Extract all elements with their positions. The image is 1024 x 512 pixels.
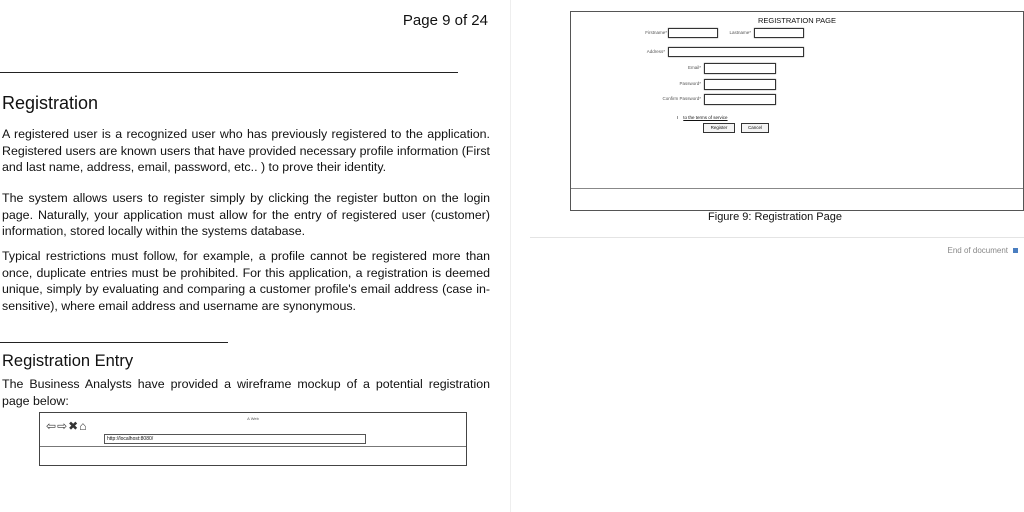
- label: Lastname*: [729, 30, 751, 35]
- password-field: [704, 79, 776, 90]
- terms-text: I to the terms of service: [677, 115, 728, 120]
- terms-link: to the terms of service: [683, 115, 728, 120]
- confirm-password-field: [704, 94, 776, 105]
- divider: [0, 342, 228, 343]
- stop-icon: ✖: [68, 419, 80, 433]
- email-field: [704, 63, 776, 74]
- cancel-button: Cancel: [741, 123, 769, 133]
- divider: [40, 446, 466, 447]
- paragraph: The Business Analysts have provided a wi…: [2, 377, 490, 408]
- paragraph: Typical restrictions must follow, for ex…: [2, 249, 490, 313]
- register-button: Register: [703, 123, 735, 133]
- firstname-field: [668, 28, 718, 38]
- end-text: End of document: [947, 246, 1008, 255]
- label: Password*: [679, 81, 701, 86]
- section-heading: Registration Entry: [2, 352, 134, 370]
- back-icon: ⇦: [46, 419, 58, 433]
- registration-mockup: REGISTRATION PAGE Firstname* Lastname* A…: [570, 11, 1024, 211]
- label: Confirm Password*: [662, 96, 701, 101]
- browser-title: A Web: [247, 416, 259, 421]
- label: Email*: [687, 65, 701, 70]
- terms-prefix: I: [677, 115, 679, 120]
- browser-wireframe: A Web ⇦⇨✖⌂ http://localhost:8080/: [39, 412, 467, 466]
- divider: [571, 188, 1023, 189]
- divider: [0, 72, 458, 73]
- nav-icons: ⇦⇨✖⌂: [46, 419, 87, 433]
- url-bar: http://localhost:8080/: [104, 434, 366, 444]
- mockup-title: REGISTRATION PAGE: [757, 16, 837, 25]
- label: Firstname*: [645, 30, 667, 35]
- home-icon: ⌂: [79, 419, 88, 433]
- label: Address*: [646, 49, 665, 54]
- end-of-document: End of document: [948, 246, 1018, 255]
- forward-icon: ⇨: [57, 419, 69, 433]
- page-number: Page 9 of 24: [402, 12, 488, 29]
- divider: [530, 237, 1024, 238]
- paragraph: The system allows users to register simp…: [2, 191, 490, 238]
- address-field: [668, 47, 804, 57]
- paragraph: A registered user is a recognized user w…: [2, 127, 490, 174]
- page-separator: [510, 0, 511, 512]
- end-marker-icon: [1013, 248, 1018, 253]
- figure-caption: Figure 9: Registration Page: [708, 211, 842, 223]
- section-heading: Registration: [2, 93, 99, 113]
- lastname-field: [754, 28, 804, 38]
